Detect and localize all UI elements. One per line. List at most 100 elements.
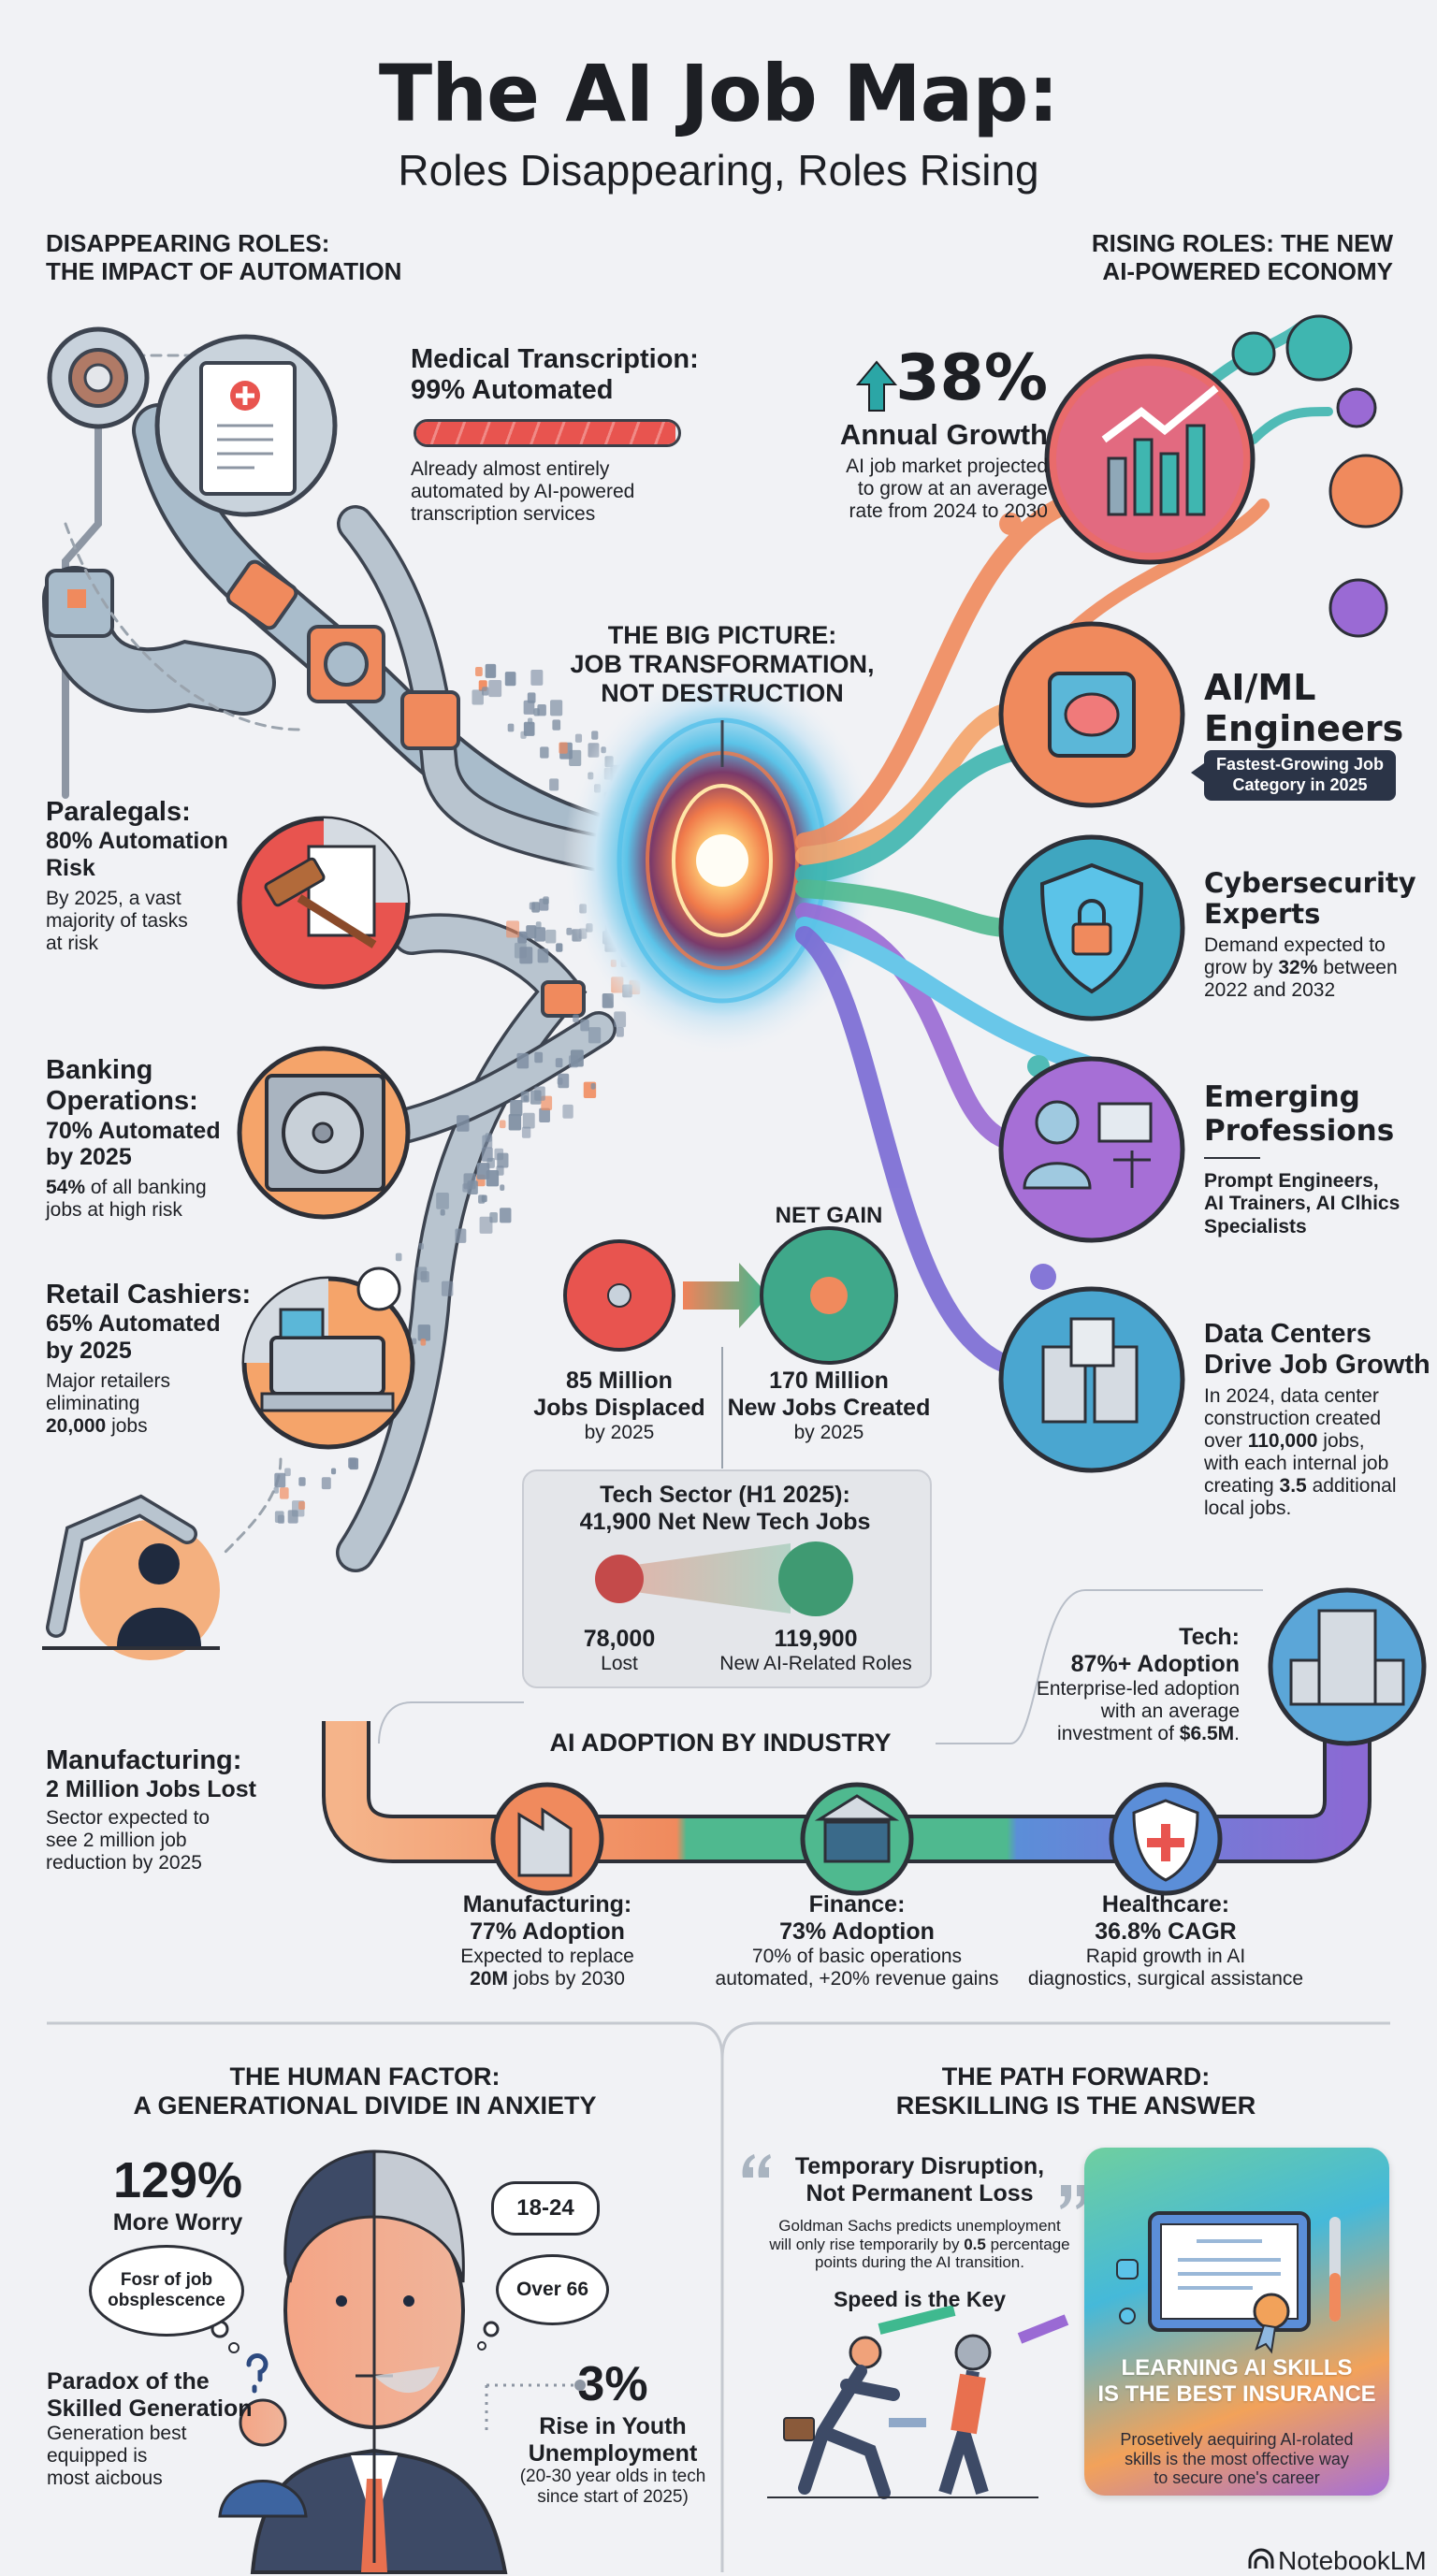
- desc-line: reduction by 2025: [46, 1852, 202, 1874]
- desc-bold: $6.5M: [1179, 1722, 1235, 1744]
- heading-line: RISING ROLES: THE NEW: [1091, 229, 1393, 257]
- desc-line: eliminating: [46, 1392, 140, 1414]
- paradox-block: Paradox of the Skilled Generation Genera…: [47, 2368, 253, 2490]
- jobs-displaced-icon: [563, 1239, 675, 1352]
- industry-stat: 36.8% CAGR: [1095, 1918, 1237, 1945]
- heading-line: AI-POWERED ECONOMY: [1102, 256, 1393, 285]
- growth-label: Annual Growth: [839, 418, 1048, 451]
- desc-line: Already almost entirely: [411, 458, 610, 480]
- rising-roles-ribbons: [795, 322, 1333, 1375]
- particle: [516, 1052, 530, 1069]
- role-title: Operations:: [46, 1086, 198, 1117]
- particle: [472, 689, 484, 705]
- desc-line: majority of tasks: [46, 909, 188, 932]
- particle: [543, 896, 549, 904]
- desc-text: over: [1204, 1429, 1248, 1452]
- card-desc: Prosetively aequiring AI-rolated skills …: [1084, 2430, 1389, 2488]
- stat-value: 78,000: [583, 1626, 656, 1652]
- heading-line: 41,900 Net New Tech Jobs: [579, 1508, 871, 1535]
- desc-line: investment of $6.5M.: [1037, 1723, 1240, 1745]
- desc-line: most aicbous: [47, 2467, 163, 2489]
- arrow-up-icon: [856, 360, 897, 412]
- tech-new-stat: 119,900 New AI-Related Roles: [713, 1626, 919, 1675]
- role-title: Manufacturing:: [46, 1745, 242, 1775]
- desc-line: will only rise temporarily by 0.5 percen…: [742, 2236, 1097, 2254]
- particle: [330, 1468, 337, 1475]
- particle: [545, 929, 557, 944]
- particle: [573, 1014, 579, 1023]
- particle: [321, 1477, 331, 1490]
- desc-bold: 110,000: [1247, 1429, 1318, 1452]
- desc-line: with an average: [1100, 1700, 1240, 1722]
- particle: [485, 663, 497, 678]
- particle: [274, 1472, 286, 1488]
- particle: [520, 731, 527, 739]
- notebooklm-logo-icon: [1248, 2548, 1274, 2569]
- particle: [530, 670, 544, 686]
- net-gain-label: NET GAIN: [775, 1203, 883, 1228]
- desc-bold: 20,000: [46, 1415, 107, 1438]
- particle: [420, 1270, 429, 1282]
- title-line: Data Centers: [1204, 1319, 1372, 1349]
- desc-text: additional: [1306, 1475, 1397, 1498]
- particle: [550, 700, 563, 716]
- desc-line: jobs at high risk: [46, 1199, 182, 1222]
- particle: [535, 921, 542, 929]
- small-person-icon: [239, 2398, 287, 2447]
- particle: [522, 1112, 535, 1129]
- particle: [298, 1500, 306, 1511]
- jobs-displaced-stat: 85 Million Jobs Displaced by 2025: [507, 1368, 732, 1444]
- particle: [298, 1477, 306, 1486]
- bank-building-icon: [800, 1782, 914, 1896]
- desc-line: Demand expected to: [1204, 933, 1386, 956]
- desc-line: Prosetively aequiring AI-rolated: [1120, 2430, 1354, 2449]
- desc-bold: 0.5: [964, 2235, 986, 2253]
- particle: [566, 927, 573, 935]
- particle: [496, 1165, 504, 1176]
- adoption-tech: Tech: 87%+ Adoption Enterprise-led adopt…: [1037, 1624, 1240, 1745]
- particle: [481, 1147, 493, 1162]
- desc-text: of all banking: [85, 1177, 207, 1199]
- shield-lock-icon: [998, 834, 1185, 1021]
- particle: [588, 1027, 602, 1044]
- lost-to-new-flow: [622, 1543, 791, 1614]
- industry-name: Healthcare:: [1101, 1891, 1230, 1918]
- stat-note: since start of 2025): [537, 2487, 689, 2508]
- desc-line: Specialists: [1204, 1215, 1307, 1237]
- desc-line: Prompt Engineers,: [1204, 1170, 1379, 1193]
- industry-stat: 77% Adoption: [470, 1918, 625, 1945]
- title-line: Experts: [1204, 898, 1321, 931]
- particle: [497, 1152, 509, 1168]
- desc-bold: 32%: [1278, 956, 1318, 978]
- desc-line: over 110,000 jobs,: [1204, 1430, 1430, 1453]
- gear-icon: [47, 326, 150, 429]
- medical-shield-icon: [1109, 1782, 1223, 1896]
- particle: [534, 927, 546, 942]
- stat-value: 129%: [112, 2152, 243, 2208]
- path-forward-heading: THE PATH FORWARD: RESKILLING IS THE ANSW…: [748, 2062, 1403, 2120]
- desc-line: automated, +20% revenue gains: [715, 1967, 999, 1990]
- particle: [517, 931, 527, 944]
- rising-section-heading: RISING ROLES: THE NEW AI-POWERED ECONOMY: [1091, 229, 1393, 286]
- heading-line: RESKILLING IS THE ANSWER: [895, 2091, 1256, 2120]
- medical-transcription-block: Medical Transcription: 99% Automated: [411, 344, 699, 407]
- particle: [284, 1468, 291, 1477]
- quote-title: Temporary Disruption, Not Permanent Loss: [770, 2153, 1069, 2207]
- stat-label: Jobs Displaced: [533, 1394, 705, 1421]
- human-factor-heading: THE HUMAN FACTOR: A GENERATIONAL DIVIDE …: [37, 2062, 692, 2120]
- quote-desc: Goldman Sachs predicts unemployment will…: [742, 2217, 1097, 2272]
- particle: [440, 1208, 445, 1216]
- desc-line: By 2025, a vast: [46, 887, 181, 909]
- disappearing-section-heading: DISAPPEARING ROLES: THE IMPACT OF AUTOMA…: [46, 229, 401, 286]
- desc-text: will only rise temporarily by: [769, 2235, 965, 2253]
- desc-line: Major retailers: [46, 1369, 171, 1392]
- particle: [499, 1120, 506, 1129]
- role-stat: 80% Automation: [46, 828, 228, 855]
- adoption-heading: AI ADOPTION BY INDUSTRY: [549, 1729, 892, 1757]
- heading-line: THE BIG PICTURE:: [607, 621, 837, 649]
- tech-sector-flow: [595, 1541, 853, 1616]
- badge-line: Category in 2025: [1232, 775, 1368, 794]
- arrow-right-icon: [683, 1263, 769, 1328]
- particle: [540, 746, 549, 759]
